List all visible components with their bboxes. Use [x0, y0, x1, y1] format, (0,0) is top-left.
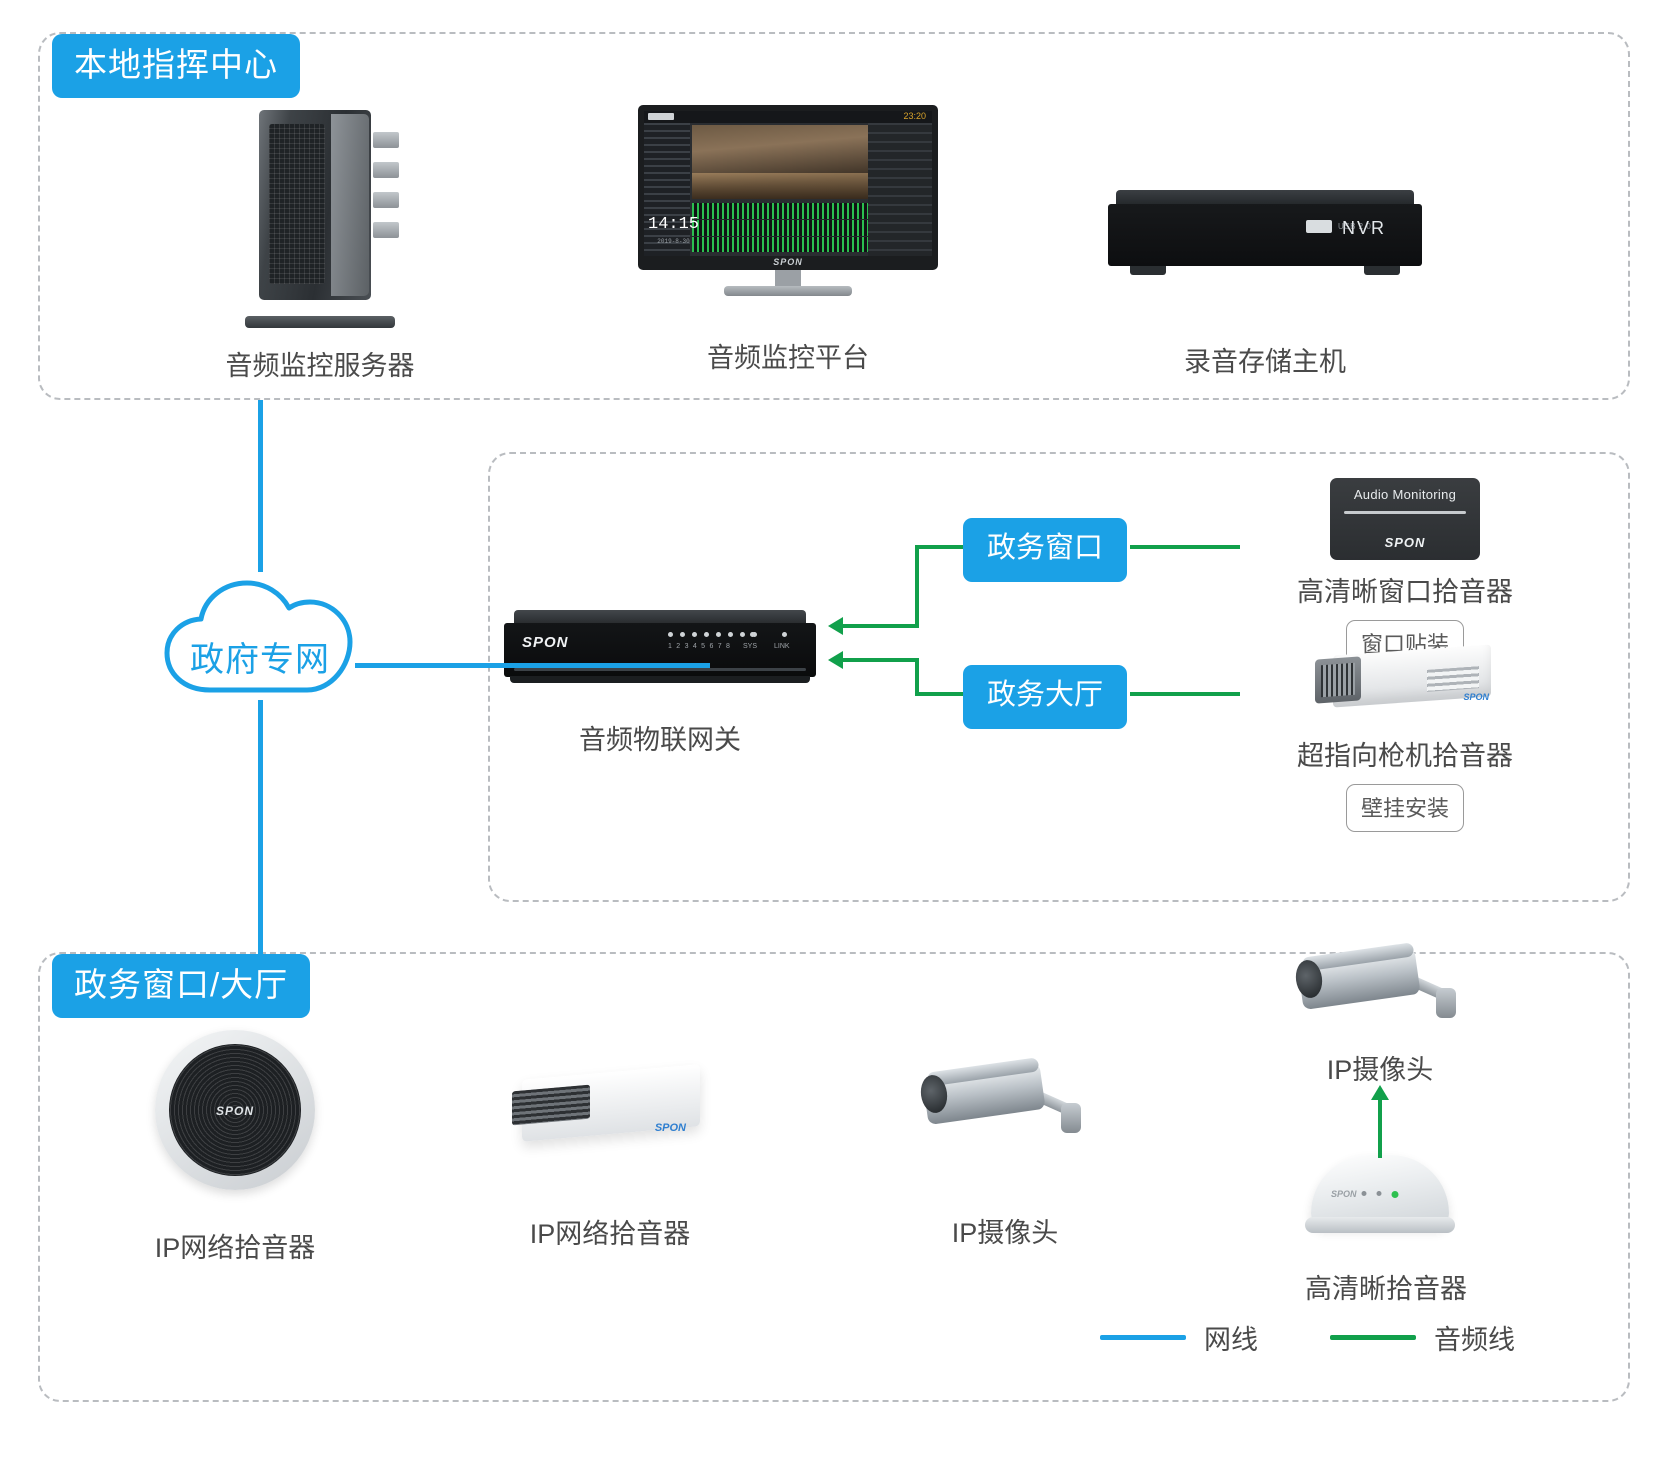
device-audio-monitoring-server: 音频监控服务器 — [195, 110, 445, 382]
shotgun-mic-icon: SPON — [1305, 640, 1505, 722]
monitor-brand-logo: SPON — [773, 257, 803, 267]
zone-service-window-hall-title: 政务窗口/大厅 — [52, 954, 311, 1018]
audio-link-into-gateway-upper — [840, 624, 919, 628]
audio-link-dome-to-camera — [1378, 1098, 1382, 1158]
zone-service-window-hall — [38, 952, 1630, 1402]
link-tag-service-hall[interactable]: 政务大厅 — [963, 665, 1128, 729]
cloud-government-network: 政府专网 — [155, 570, 365, 700]
nvr-brand-label: NVR — [1341, 218, 1386, 238]
nvr-usb-label: USB 2.0 — [1338, 222, 1372, 231]
device-audio-monitoring-platform: 23:20 14:15 2019-8-30 SPON 音频监控平台 — [638, 105, 938, 374]
link-tag-service-window[interactable]: 政务窗口 — [963, 518, 1128, 582]
audio-riser-window — [915, 545, 919, 628]
gateway-icon: SPON 12345678 SYS LINK — [500, 610, 820, 700]
cloud-icon — [164, 580, 353, 693]
device-caption: IP摄像头 — [1326, 1055, 1434, 1085]
legend-swatch-network — [1100, 1335, 1186, 1340]
device-ip-camera-window: IP摄像头 — [1290, 930, 1470, 1086]
device-caption: 高清晰拾音器 — [1305, 1274, 1467, 1304]
audio-riser-hall — [915, 658, 919, 696]
mount-badge: 壁挂安装 — [1345, 784, 1464, 833]
monitor-icon: 23:20 14:15 2019-8-30 SPON — [638, 105, 938, 300]
cloud-label: 政府专网 — [190, 641, 330, 679]
wall-box-mic-brand-logo: SPON — [654, 1122, 686, 1134]
hd-dome-mic-icon: SPON — [1305, 1155, 1455, 1251]
window-pickup-icon: Audio Monitoring SPON — [1330, 478, 1480, 560]
device-shotgun-mic: SPON 超指向枪机拾音器 壁挂安装 — [1240, 640, 1570, 833]
zone-gateway — [488, 452, 1630, 902]
device-caption: IP摄像头 — [951, 1218, 1059, 1248]
window-pickup-brand-logo: SPON — [1384, 535, 1426, 550]
gateway-sys-label: SYS — [743, 643, 758, 650]
ip-camera-icon — [915, 1045, 1095, 1165]
device-caption: 高清晰窗口拾音器 — [1297, 577, 1513, 607]
net-link-cloud-to-service-area — [258, 700, 263, 954]
device-hd-dome-mic: SPON 高清晰拾音器 — [1305, 1155, 1467, 1305]
legend-label: 网线 — [1204, 1325, 1258, 1355]
zone-command-center — [38, 32, 1630, 400]
audio-arrow-camera — [1371, 1085, 1389, 1100]
audio-arrow-gateway-lower — [828, 651, 843, 669]
audio-link-hall-mic-to-tag — [1130, 692, 1240, 696]
monitor-clock: 14:15 2019-8-30 — [648, 215, 700, 245]
dome-mic-brand-logo: SPON — [1331, 1189, 1357, 1199]
device-caption: IP网络拾音器 — [529, 1219, 691, 1249]
gateway-link-label: LINK — [774, 643, 790, 650]
window-pickup-screen-text: Audio Monitoring — [1353, 487, 1457, 502]
wall-box-mic-icon: SPON — [500, 1050, 720, 1160]
ceiling-mic-icon: SPON — [155, 1030, 315, 1190]
zone-command-center-title: 本地指挥中心 — [52, 34, 300, 98]
device-caption: 音频监控服务器 — [225, 351, 415, 381]
shotgun-mic-brand-logo: SPON — [1463, 692, 1489, 702]
gateway-brand-logo: SPON — [522, 634, 569, 651]
audio-arrow-gateway-upper — [828, 617, 843, 635]
device-audio-iot-gateway: SPON 12345678 SYS LINK 音频物联网关 — [500, 610, 820, 756]
net-link-server-to-cloud — [258, 400, 263, 572]
device-caption: 超指向枪机拾音器 — [1297, 741, 1513, 771]
monitor-corner-time: 23:20 — [903, 111, 926, 121]
device-caption: 音频物联网关 — [579, 725, 741, 755]
audio-link-tag-window-stub — [915, 545, 963, 549]
audio-link-window-mic-to-tag — [1130, 545, 1240, 549]
legend-network-cable: 网线 — [1100, 1318, 1258, 1357]
legend-audio-cable: 音频线 — [1330, 1318, 1515, 1357]
net-link-cloud-to-gateway — [355, 663, 710, 668]
device-recording-storage-host: USB 2.0 NVR 录音存储主机 — [1100, 190, 1430, 378]
device-caption: IP网络拾音器 — [154, 1233, 316, 1263]
server-tower-icon — [235, 110, 405, 328]
nvr-icon: USB 2.0 NVR — [1100, 190, 1430, 290]
gateway-led-numbers: 12345678 — [668, 643, 735, 650]
audio-link-into-gateway-lower — [840, 658, 919, 662]
device-ip-network-mic-ceiling: SPON IP网络拾音器 — [145, 1030, 325, 1264]
legend-swatch-audio — [1330, 1335, 1416, 1340]
ceiling-mic-brand-logo: SPON — [215, 1103, 254, 1118]
device-hd-window-pickup: Audio Monitoring SPON 高清晰窗口拾音器 窗口贴装 — [1255, 478, 1555, 669]
device-caption: 音频监控平台 — [707, 343, 869, 373]
device-caption: 录音存储主机 — [1184, 347, 1346, 377]
device-ip-camera-hall: IP摄像头 — [915, 1045, 1095, 1249]
ip-camera-icon — [1290, 930, 1470, 1050]
device-ip-network-mic-wallbox: SPON IP网络拾音器 — [500, 1050, 720, 1250]
legend-label: 音频线 — [1434, 1325, 1515, 1355]
audio-link-tag-hall-stub — [915, 692, 963, 696]
